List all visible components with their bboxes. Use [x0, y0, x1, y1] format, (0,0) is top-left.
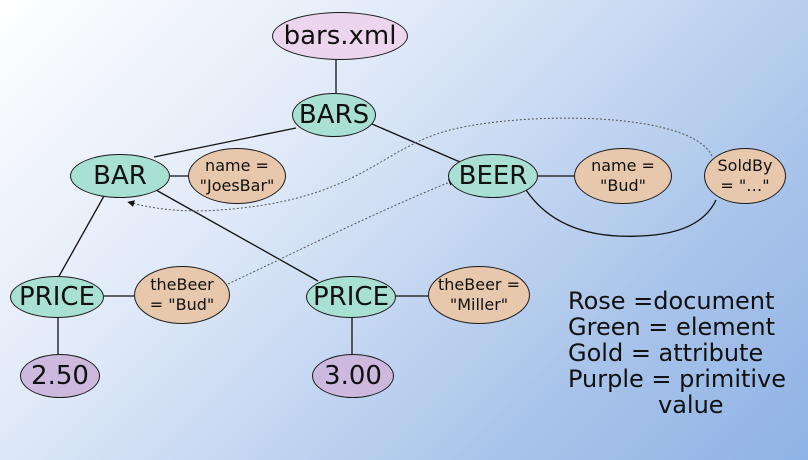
- bar-name-attribute-node: name = "JoesBar": [188, 148, 286, 204]
- beer-name-attribute-node: name = "Bud": [574, 148, 672, 204]
- price-element-node-2: PRICE: [306, 276, 396, 318]
- price2-thebeer-attribute-node: theBeer = "Miller": [428, 266, 530, 324]
- primitive-value-node-1: 2.50: [20, 354, 100, 398]
- legend-green: Green = element: [568, 313, 776, 341]
- bar-element-node: BAR: [70, 154, 170, 198]
- ref-soldby-bar: [127, 117, 713, 212]
- soldby-attribute-node: SoldBy = "…": [704, 148, 786, 204]
- legend-gold: Gold = attribute: [568, 339, 764, 367]
- legend-purple-continued: value: [658, 391, 724, 419]
- beer-element-node: BEER: [448, 154, 538, 198]
- edge-bars-bar: [153, 127, 297, 158]
- document-node: bars.xml: [272, 12, 408, 60]
- ref-price1attr-beer: [227, 179, 456, 285]
- legend-purple: Purple = primitive: [568, 365, 787, 393]
- color-legend: Rose =document Green = element Gold = at…: [568, 288, 786, 418]
- price1-thebeer-attribute-node: theBeer = "Bud": [134, 266, 230, 324]
- edge-beer-soldby: [525, 189, 717, 237]
- edge-bar-price1: [57, 195, 105, 279]
- price-element-node-1: PRICE: [10, 276, 104, 318]
- bars-element-node: BARS: [292, 93, 376, 137]
- legend-rose: Rose =document: [568, 287, 775, 315]
- primitive-value-node-2: 3.00: [312, 354, 394, 398]
- edge-bar-price2: [155, 189, 319, 282]
